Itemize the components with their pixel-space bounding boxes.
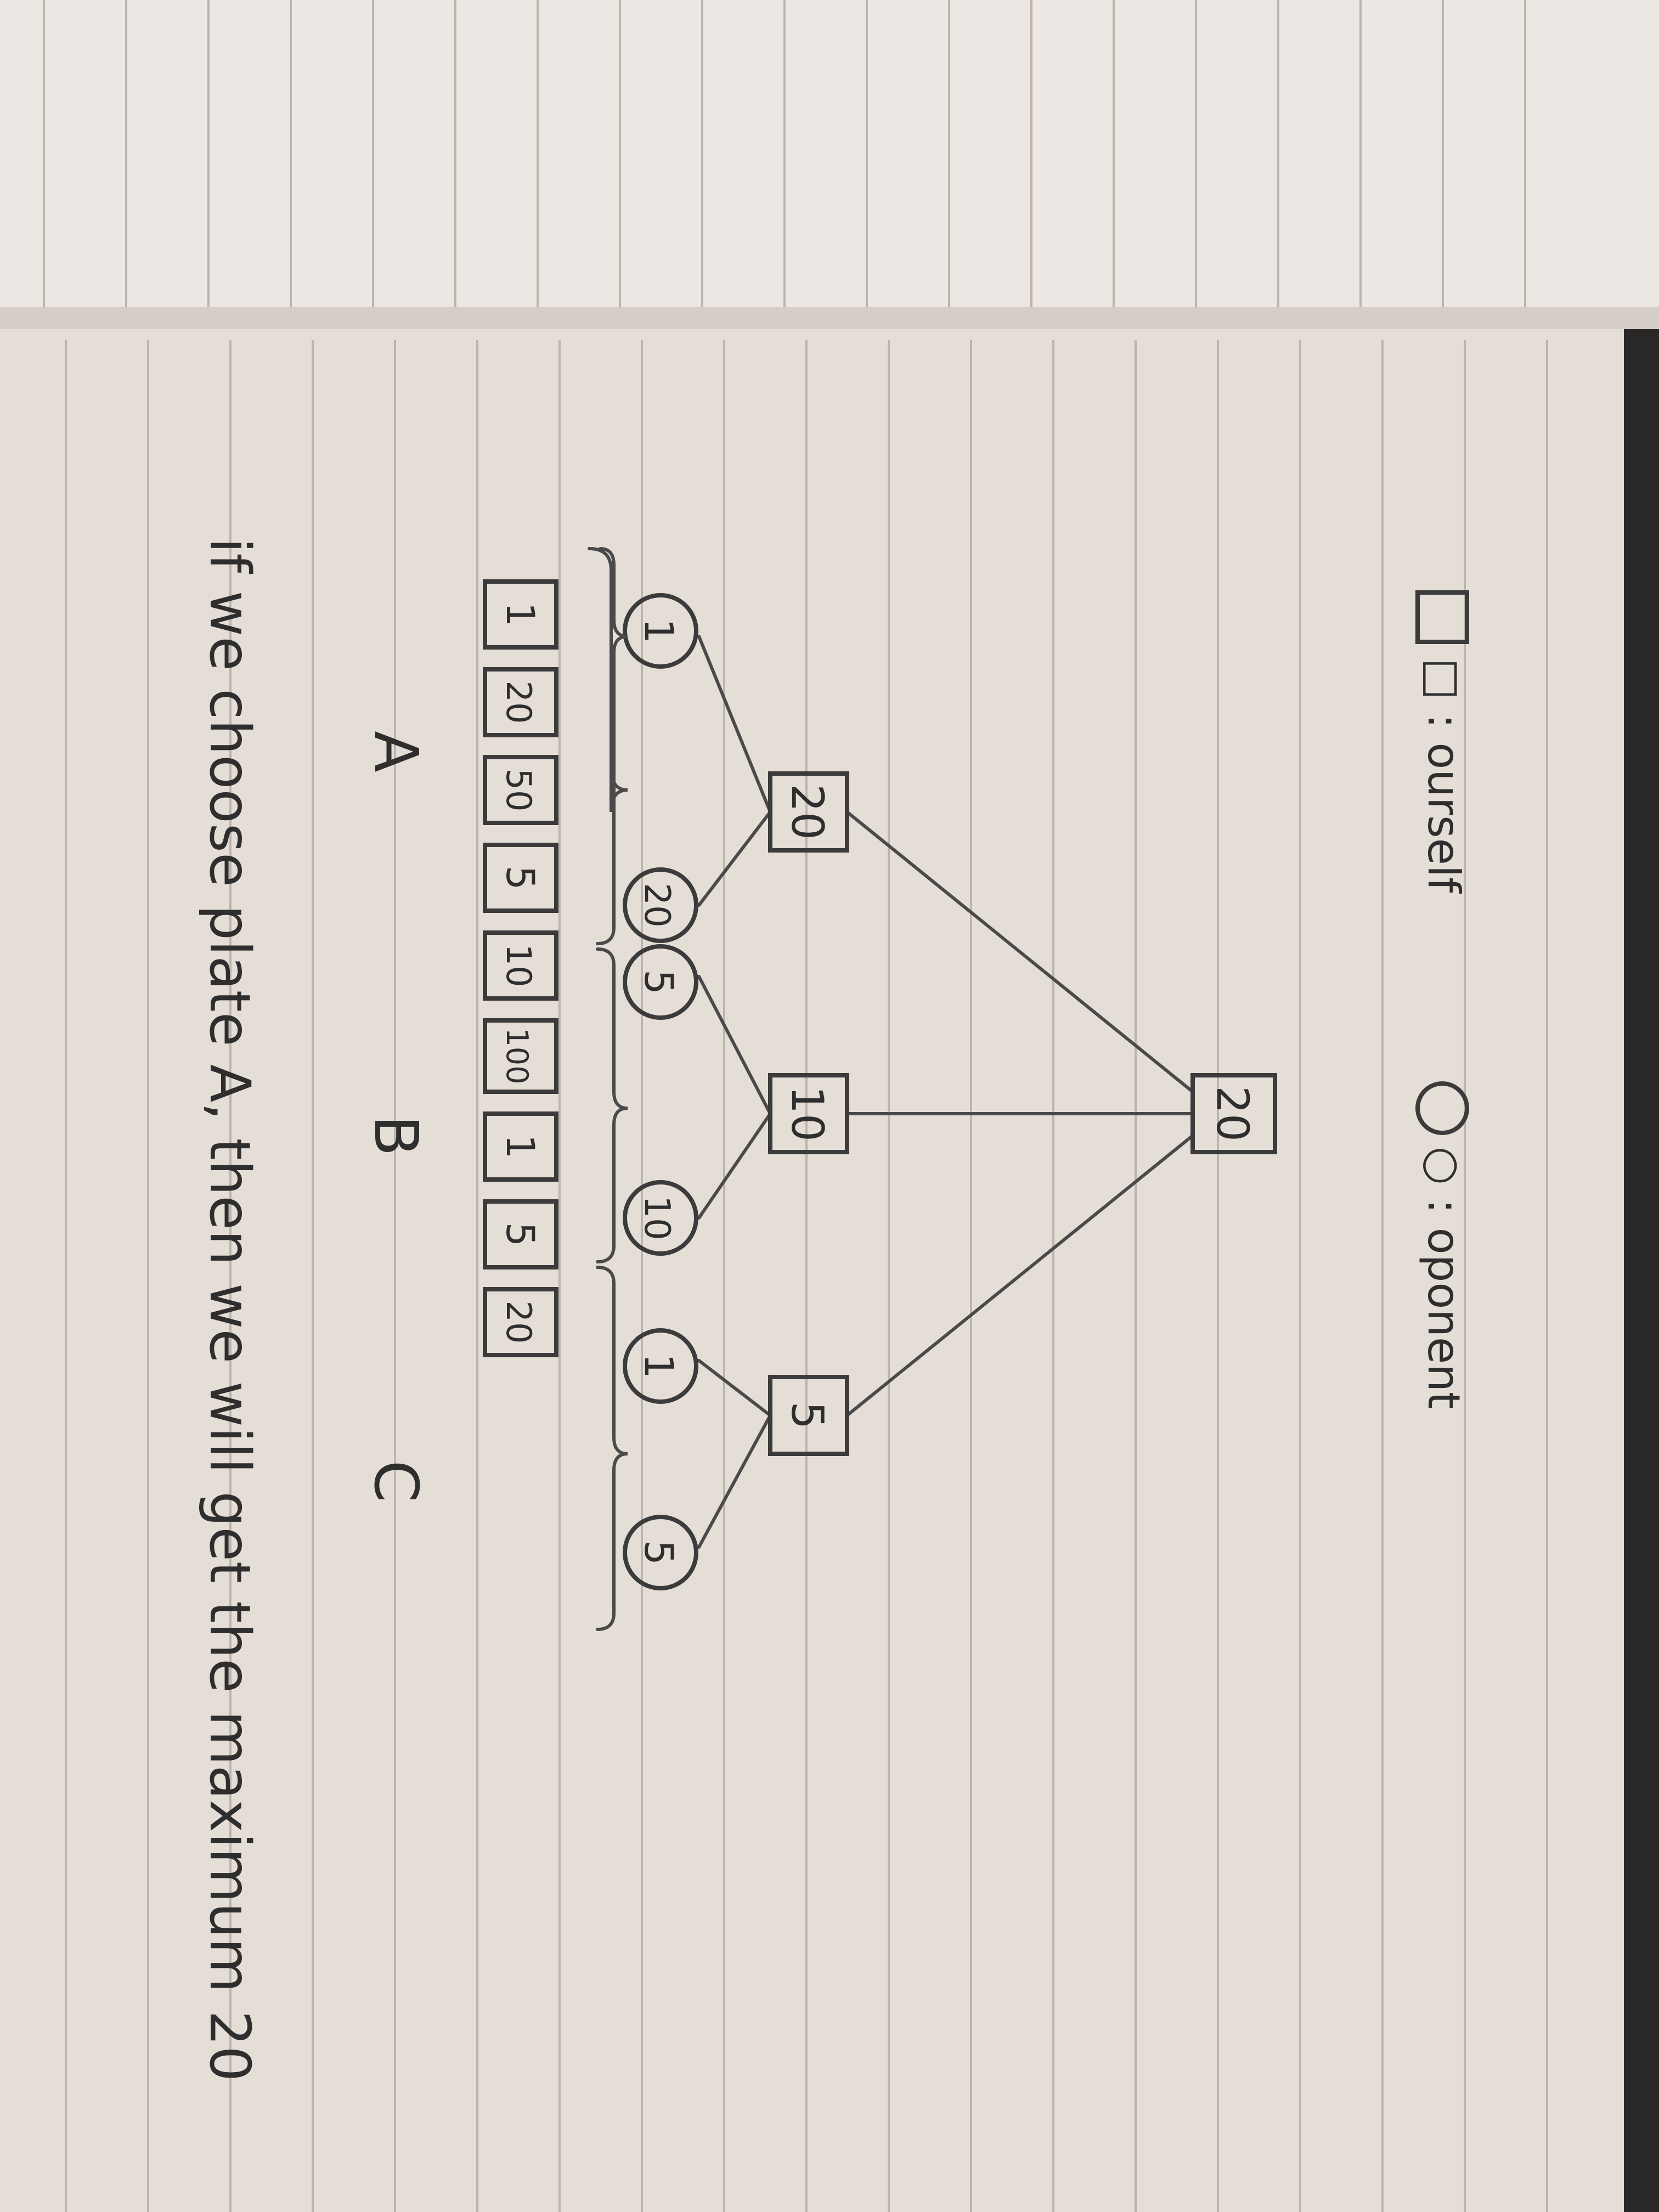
level2-node-1: 1: [623, 593, 698, 669]
plate-b-item-3: 100: [483, 1018, 558, 1094]
level1-node-a: 20: [768, 771, 849, 853]
level2-value-6: 5: [636, 1540, 682, 1565]
upper-page: [0, 0, 1659, 318]
page-fold: [0, 307, 1659, 329]
legend: □ : ourself ○ : oponent: [1415, 590, 1469, 1409]
level2-node-5: 1: [623, 1328, 698, 1404]
plate-a-item-1: 1: [483, 579, 558, 650]
lower-page: [0, 318, 1624, 2212]
plate-c-item-3: 20: [483, 1287, 558, 1357]
plate-a-value-2: 20: [499, 681, 539, 724]
legend-square-icon: [1415, 590, 1469, 644]
legend-circle-icon: [1415, 1081, 1469, 1135]
level2-value-1: 1: [636, 618, 682, 644]
conclusion-text: if we choose plate A, then we will get t…: [197, 538, 262, 2081]
plate-c-item-1: 1: [483, 1111, 558, 1182]
plate-a-value-1: 1: [498, 602, 543, 627]
legend-square-label: □ : ourself: [1418, 658, 1469, 894]
level1-node-c: 5: [768, 1375, 849, 1456]
plate-labels: A B C: [361, 731, 431, 1502]
plate-b-value-2: 10: [499, 944, 539, 988]
level2-nodes: 1 20 5 10 1 5: [623, 593, 698, 1590]
level2-node-4: 10: [623, 1180, 698, 1256]
level1-value-c: 5: [782, 1402, 833, 1430]
plate-label-a: A: [361, 731, 431, 772]
level1-node-b: 10: [768, 1073, 849, 1154]
level2-value-5: 1: [636, 1353, 682, 1379]
level2-node-6: 5: [623, 1515, 698, 1590]
root-value: 20: [1207, 1086, 1258, 1142]
level2-node-3: 5: [623, 944, 698, 1020]
group-braces: [588, 547, 628, 1631]
plate-a-item-3: 50: [483, 755, 558, 825]
level2-node-2: 20: [623, 867, 698, 943]
plate-b-item-1: 5: [483, 843, 558, 913]
plate-a-item-2: 20: [483, 667, 558, 737]
level2-value-4: 10: [636, 1195, 677, 1240]
ruled-lines: [43, 0, 1548, 2212]
plate-c-item-2: 5: [483, 1199, 558, 1269]
plate-b-value-1: 5: [498, 866, 543, 890]
level2-value-3: 5: [636, 969, 682, 995]
plate-c-value-3: 20: [499, 1301, 539, 1344]
plate-label-c: C: [361, 1460, 431, 1503]
plate-a-value-3: 50: [499, 769, 539, 812]
plate-c-value-1: 1: [498, 1135, 543, 1159]
plate-row: 1 20 50 5 10 100: [483, 579, 558, 1357]
plate-b-item-2: 10: [483, 930, 558, 1001]
root-node: 20: [1190, 1073, 1277, 1154]
level1-value-a: 20: [782, 784, 833, 840]
level2-value-2: 20: [636, 883, 677, 927]
handwriting: □ : ourself ○ : oponent 20 20: [197, 538, 1469, 2081]
plate-c-value-2: 5: [498, 1222, 543, 1247]
legend-circle-label: ○ : oponent: [1418, 1147, 1469, 1409]
tree-edges: [697, 635, 1194, 1549]
plate-b-value-3: 100: [500, 1028, 534, 1084]
level1-value-b: 10: [782, 1086, 833, 1142]
level1-nodes: 20 10 5: [768, 771, 849, 1456]
plate-label-b: B: [361, 1115, 431, 1156]
